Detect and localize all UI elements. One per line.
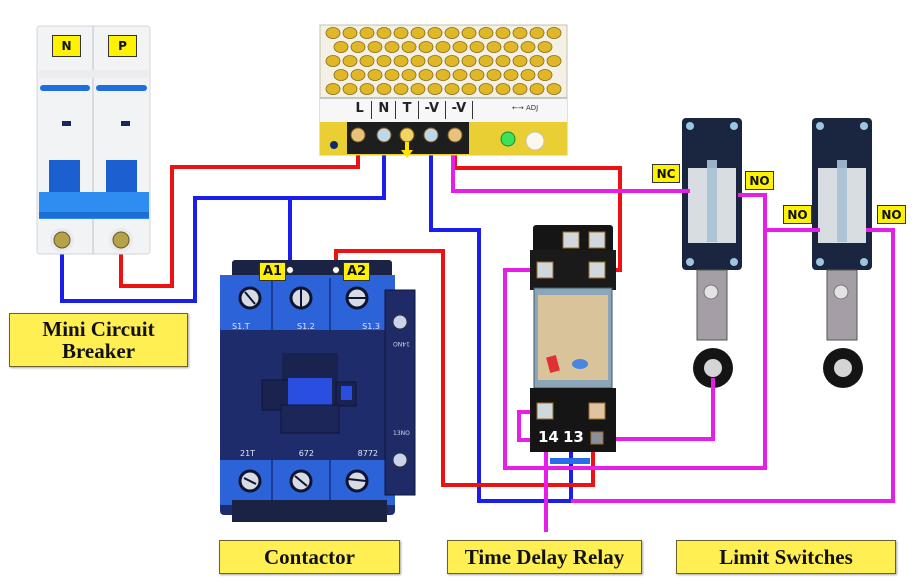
mcb-pole-p-label: P	[108, 35, 137, 57]
mcb-caption-line2: Breaker	[61, 339, 136, 363]
mcb-caption: Mini Circuit Breaker	[9, 313, 188, 367]
a2-text: A2	[346, 264, 367, 279]
ls2-no-left-text: NO	[787, 207, 808, 222]
relay-terminal-13: 13	[563, 428, 584, 446]
wire-blue-mcb-to-psu-n	[60, 143, 386, 303]
mcb-pole-n-text: N	[61, 39, 72, 53]
relay-caption: Time Delay Relay	[447, 540, 642, 574]
ls1-nc-label: NC	[652, 164, 680, 183]
ls1-no-label: NO	[745, 171, 774, 190]
contactor-terminal-s1t: S1.T	[232, 322, 250, 331]
wire-magenta-ls1-down	[503, 230, 767, 470]
ls2-no-left-label: NO	[783, 205, 812, 224]
limit-switches-caption: Limit Switches	[676, 540, 896, 574]
ls2-no-right-text: NO	[881, 207, 902, 222]
wire-magenta-roller-to-relay	[597, 382, 715, 441]
contactor-bottom-terminal-labels: 21T 672 8772	[240, 449, 378, 458]
mcb-pole-p-text: P	[118, 39, 127, 53]
contactor-terminal-s12: S1.2	[296, 322, 315, 331]
wire-magenta-psu-to-nc	[451, 143, 690, 193]
contactor-terminal-s13: S1.3	[362, 322, 380, 331]
psu-adjust-indicator: ←→ ADJ	[512, 104, 539, 112]
contactor-top-terminal-labels: S1.T S1.2 S1.3	[232, 322, 380, 331]
psu-terminal-t: T	[396, 101, 419, 119]
wire-red-a2-to-relay	[334, 249, 595, 487]
psu-terminal-n: N	[372, 101, 397, 119]
psu-terminal-l: L	[348, 101, 373, 119]
ls1-nc-text: NC	[656, 166, 676, 181]
psu-terminal-v1: -V	[419, 101, 446, 119]
contactor-a1-label: A1	[259, 262, 286, 281]
contactor-terminal-8772: 8772	[357, 449, 378, 458]
mcb-caption-line1: Mini Circuit	[42, 317, 155, 341]
wire-blue-psu-to-relay-13	[429, 143, 573, 503]
contactor-a2-label: A2	[343, 262, 370, 281]
contactor-aux-label-top: 14NO	[393, 340, 410, 347]
psu-terminal-labels: L N T -V -V	[348, 101, 473, 119]
contactor-terminal-672: 672	[298, 449, 314, 458]
ls1-no-text: NO	[749, 173, 770, 188]
psu-terminal-v2: -V	[446, 101, 473, 119]
contactor-aux-label-bottom: 13NO	[393, 430, 410, 437]
a1-text: A1	[262, 264, 283, 279]
contactor-terminal-21t: 21T	[240, 449, 256, 458]
relay-terminal-14: 14	[538, 428, 559, 446]
mcb-pole-n-label: N	[52, 35, 81, 57]
contactor-caption: Contactor	[219, 540, 400, 574]
ls2-no-right-label: NO	[877, 205, 906, 224]
wire-red-mcb-to-psu-l	[119, 143, 360, 288]
